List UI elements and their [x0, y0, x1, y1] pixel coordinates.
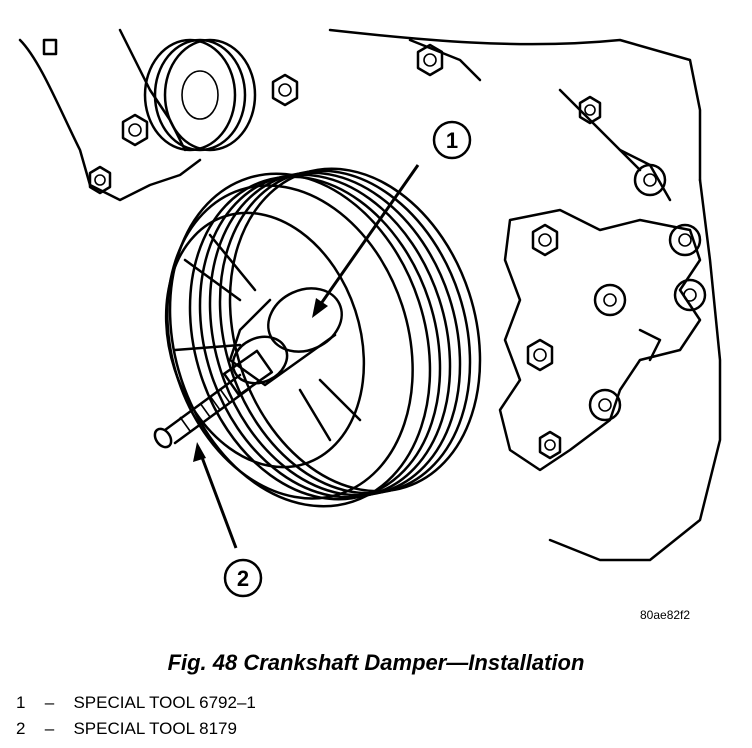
legend: 1 – SPECIAL TOOL 6792–1 2 – SPECIAL TOOL…: [16, 690, 256, 742]
legend-item-number: 1: [16, 693, 26, 712]
accessory-bracket: [498, 148, 707, 472]
callout-1: 1: [432, 120, 472, 160]
legend-item-number: 2: [16, 719, 26, 738]
callout-2-label: 2: [237, 566, 249, 591]
legend-item-dash: –: [44, 719, 55, 738]
figure-reference-code: 80ae82f2: [640, 608, 691, 622]
crankshaft-damper: [164, 167, 482, 508]
idler-pulley: [143, 38, 257, 152]
cover-bolts: [42, 38, 602, 460]
legend-item: 2 – SPECIAL TOOL 8179: [16, 716, 256, 742]
engine-cover-outline: [18, 28, 722, 562]
legend-item-text: SPECIAL TOOL 8179: [73, 719, 237, 738]
figure-caption: Fig. 48 Crankshaft Damper—Installation: [167, 650, 585, 675]
callout-1-label: 1: [446, 128, 458, 153]
callout-arrow-1: [312, 164, 420, 318]
callout-2: 2: [223, 558, 263, 598]
legend-item-text: SPECIAL TOOL 6792–1: [73, 693, 256, 712]
legend-item-dash: –: [44, 693, 55, 712]
crankshaft-damper-illustration: 1 2: [18, 28, 722, 598]
special-tool-6792-1: [228, 287, 343, 387]
legend-item: 1 – SPECIAL TOOL 6792–1: [16, 690, 256, 716]
callout-arrow-2: [193, 442, 238, 549]
special-tool-8179: [153, 349, 274, 449]
